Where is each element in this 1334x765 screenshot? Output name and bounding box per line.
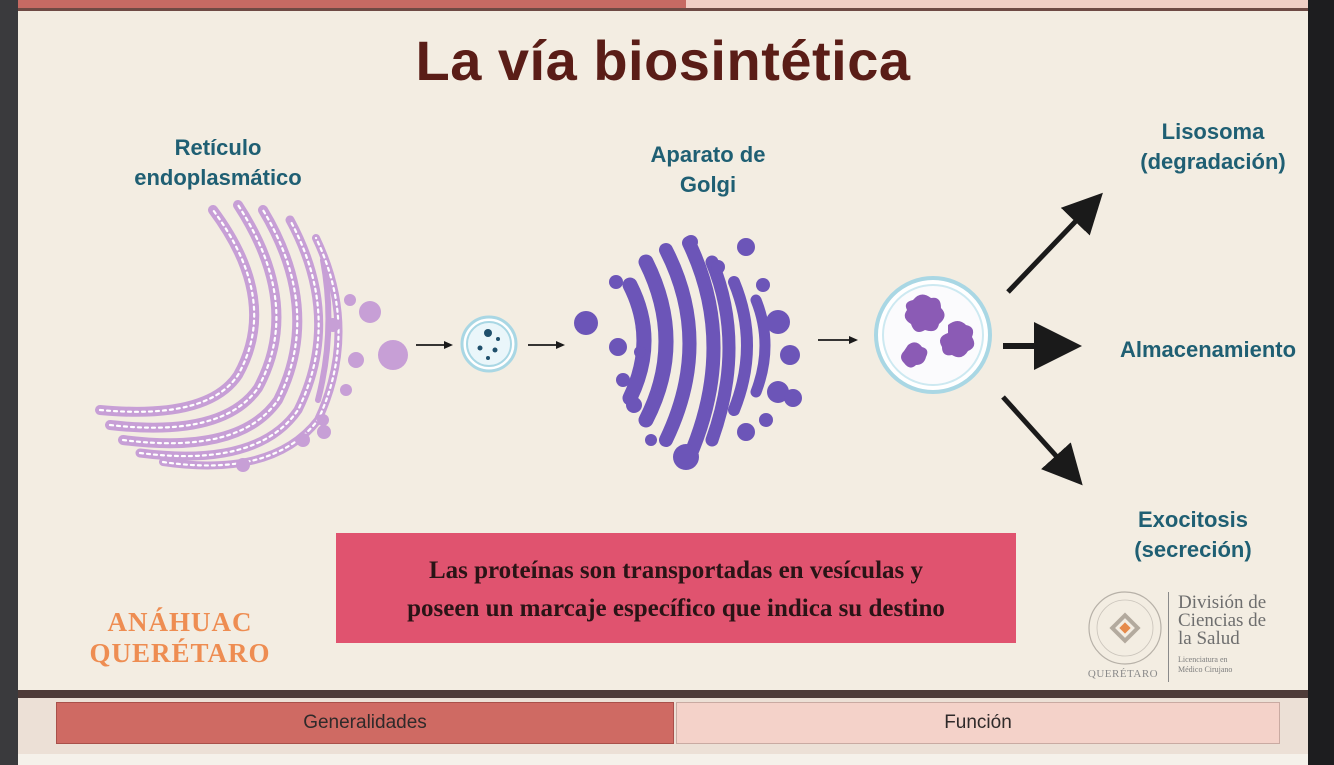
- university-seal-icon: [1088, 591, 1162, 665]
- slide-nav-bar: Generalidades Función: [18, 698, 1308, 754]
- tab-label: Generalidades: [303, 712, 427, 733]
- tab-funcion[interactable]: Función: [676, 702, 1280, 744]
- transport-vesicle: [460, 315, 518, 373]
- storage-label-text: Almacenamiento: [1119, 337, 1297, 362]
- storage-label: Almacenamiento: [1088, 335, 1328, 365]
- endoplasmic-reticulum-illustration: [95, 200, 364, 472]
- arrow-down-right-icon: [1001, 395, 1083, 486]
- logo-divider: [1168, 592, 1169, 682]
- golgi-label-text: Aparato de Golgi: [650, 142, 766, 197]
- lysosome-label: Lisosoma (degradación): [1108, 117, 1318, 177]
- top-strip-inactive: [686, 0, 1308, 8]
- top-divider: [18, 8, 1308, 11]
- slide-title: La vía biosintética: [415, 29, 911, 92]
- message-box: Las proteínas son transportadas en vesíc…: [336, 533, 1016, 643]
- golgi-apparatus-illustration: [574, 235, 802, 470]
- er-vesicle-large: [378, 340, 408, 370]
- lysosome-label-text: Lisosoma (degradación): [1140, 119, 1286, 174]
- monitor-bezel-left: [0, 0, 22, 765]
- brand-logo-text: ANÁHUAC QUERÉTARO: [89, 607, 271, 668]
- exocytosis-label-text: Exocitosis (secreción): [1134, 507, 1252, 562]
- monitor-bezel-right: [1304, 0, 1334, 765]
- tab-generalidades[interactable]: Generalidades: [56, 702, 674, 744]
- screen-bottom: [18, 754, 1308, 765]
- seal-caption: QUERÉTARO: [1087, 668, 1159, 680]
- er-vesicle-small: [359, 301, 381, 323]
- er-label-text: Retículo endoplasmático: [134, 135, 302, 190]
- exocytosis-label: Exocitosis (secreción): [1108, 505, 1278, 565]
- biosynthetic-pathway-diagram: [95, 192, 1103, 486]
- golgi-label: Aparato de Golgi: [603, 140, 813, 200]
- top-strip-active: [18, 0, 686, 8]
- arrow-up-right-icon: [1006, 192, 1103, 294]
- message-text: Las proteínas son transportadas en vesíc…: [407, 557, 945, 622]
- division-subtitle: Licenciatura en Médico Cirujano: [1178, 655, 1233, 674]
- er-label: Retículo endoplasmático: [113, 133, 323, 193]
- tab-label: Función: [944, 712, 1012, 733]
- slide-screen: La vía biosintética: [18, 0, 1308, 765]
- sorting-vesicle: [874, 276, 992, 394]
- division-title: División de Ciencias de la Salud: [1178, 592, 1267, 649]
- bottom-divider: [18, 690, 1308, 698]
